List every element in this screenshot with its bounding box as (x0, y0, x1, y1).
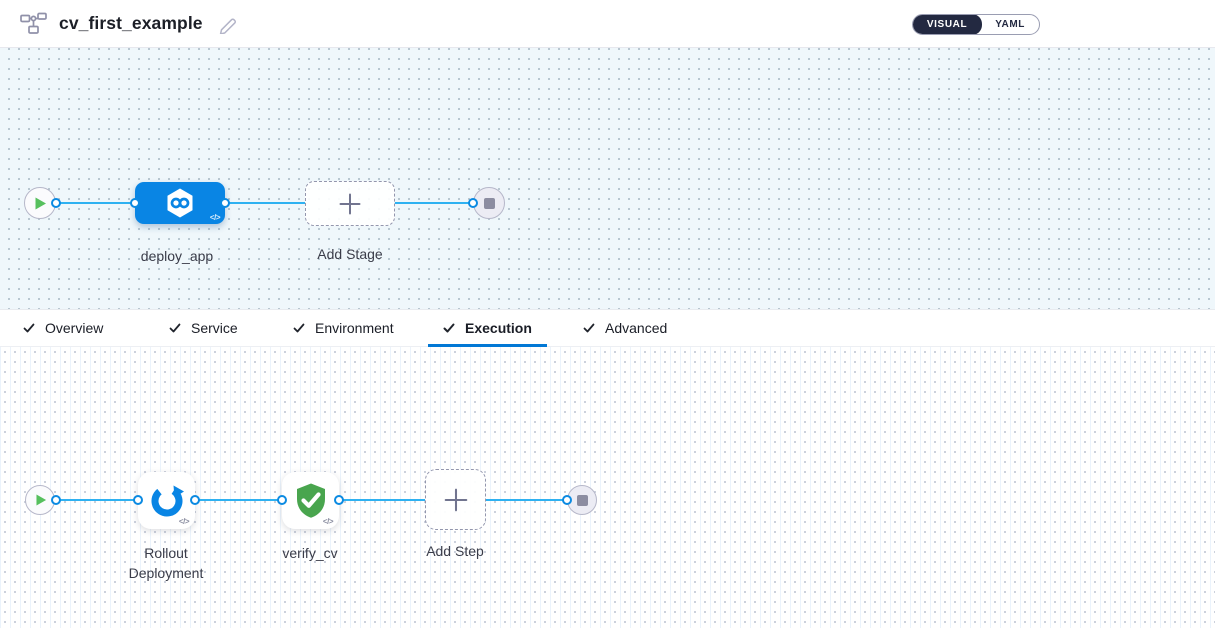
check-icon (23, 323, 35, 333)
connector-edge (56, 499, 138, 501)
pipeline-graph-icon (20, 12, 47, 36)
connector-edge (485, 499, 567, 501)
connector-port[interactable] (51, 495, 61, 505)
pipeline-header: cv_first_example VISUAL YAML (0, 0, 1215, 48)
tab-environment[interactable]: Environment (292, 310, 394, 346)
edit-pencil-icon[interactable] (217, 14, 237, 34)
connector-port[interactable] (562, 495, 572, 505)
tab-label: Advanced (605, 320, 668, 336)
visual-yaml-toggle[interactable]: VISUAL YAML (911, 14, 1040, 35)
stage-label: deploy_app (140, 248, 214, 264)
stop-icon (483, 197, 495, 209)
play-icon (35, 197, 46, 209)
rollout-deployment-icon (151, 485, 184, 516)
cd-stage-icon (167, 188, 193, 218)
execution-canvas: </> </> Rollout Deployment verify_cv Add… (0, 347, 1215, 628)
connector-port[interactable] (334, 495, 344, 505)
tab-execution[interactable]: Execution (442, 310, 532, 346)
stage-config-tabs: Overview Service Environment Execution A… (0, 309, 1215, 347)
stage-canvas: </> deploy_app Add Stage (0, 48, 1215, 309)
connector-port[interactable] (51, 198, 61, 208)
tab-label: Overview (45, 320, 104, 336)
plus-icon (444, 488, 467, 511)
step-rollout-deployment[interactable]: </> (138, 472, 195, 529)
add-step-button[interactable] (425, 469, 486, 530)
add-stage-button[interactable] (305, 181, 395, 226)
step-label: Rollout Deployment (128, 545, 204, 581)
play-icon (35, 494, 46, 506)
pipeline-start-node[interactable] (24, 187, 56, 219)
step-label: verify_cv (282, 545, 338, 561)
connector-port[interactable] (130, 198, 140, 208)
tab-label: Execution (465, 320, 532, 336)
connector-edge (339, 499, 425, 501)
code-badge: </> (178, 517, 190, 526)
connector-port[interactable] (468, 198, 478, 208)
toggle-visual-button[interactable]: VISUAL (912, 15, 983, 34)
connector-edge (224, 202, 306, 204)
stop-icon (576, 494, 588, 506)
active-tab-underline (428, 344, 547, 347)
tab-service[interactable]: Service (168, 310, 238, 346)
check-icon (443, 323, 455, 333)
code-badge: </> (209, 213, 221, 222)
connector-port[interactable] (277, 495, 287, 505)
check-icon (169, 323, 181, 333)
tab-advanced[interactable]: Advanced (582, 310, 667, 346)
connector-edge (55, 202, 136, 204)
toggle-yaml-button[interactable]: YAML (995, 19, 1025, 30)
check-icon (583, 323, 595, 333)
add-step-label: Add Step (426, 543, 484, 559)
pipeline-title: cv_first_example (59, 13, 203, 33)
plus-icon (339, 193, 361, 214)
check-icon (293, 323, 305, 333)
add-stage-label: Add Stage (317, 246, 383, 262)
connector-edge (195, 499, 282, 501)
connector-port[interactable] (190, 495, 200, 505)
connector-edge (394, 202, 474, 204)
tab-overview[interactable]: Overview (22, 310, 103, 346)
code-badge: </> (322, 517, 334, 526)
stage-deploy-app[interactable]: </> (135, 182, 225, 224)
connector-port[interactable] (133, 495, 143, 505)
connector-port[interactable] (220, 198, 230, 208)
execution-start-node[interactable] (25, 485, 55, 515)
tab-label: Environment (315, 320, 394, 336)
tab-label: Service (191, 320, 238, 336)
shield-check-icon (296, 483, 325, 518)
step-verify-cv[interactable]: </> (282, 472, 339, 529)
